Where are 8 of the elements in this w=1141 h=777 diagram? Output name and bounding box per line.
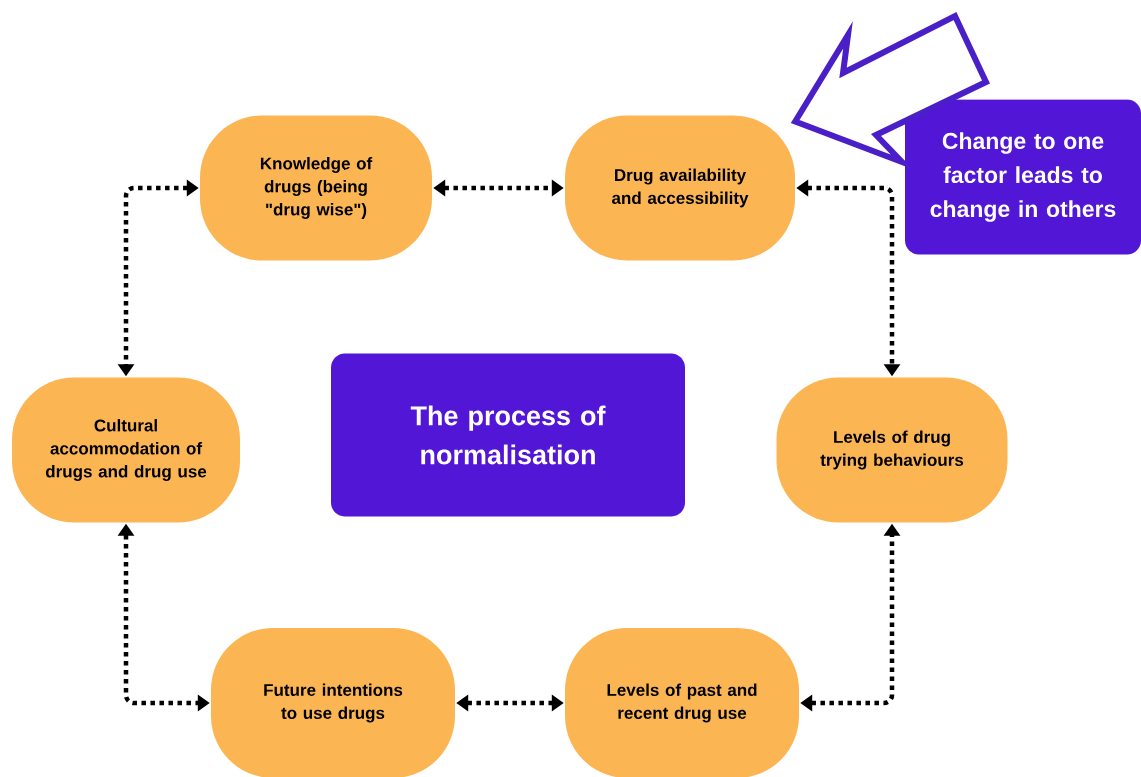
title-box: The process of normalisation: [331, 353, 685, 517]
process-box: Cultural accommodation of drugs and drug use: [12, 377, 240, 523]
process-box: Drug availability and accessibility: [565, 115, 795, 261]
callout-box: Change to one factor leads to change in others: [905, 99, 1141, 255]
process-box: Levels of past and recent drug use: [565, 628, 799, 777]
process-box: Knowledge of drugs (being "drug wise"): [200, 115, 432, 261]
process-box: Future intentions to use drugs: [211, 628, 455, 777]
process-box: Levels of drug trying behaviours: [776, 377, 1008, 523]
